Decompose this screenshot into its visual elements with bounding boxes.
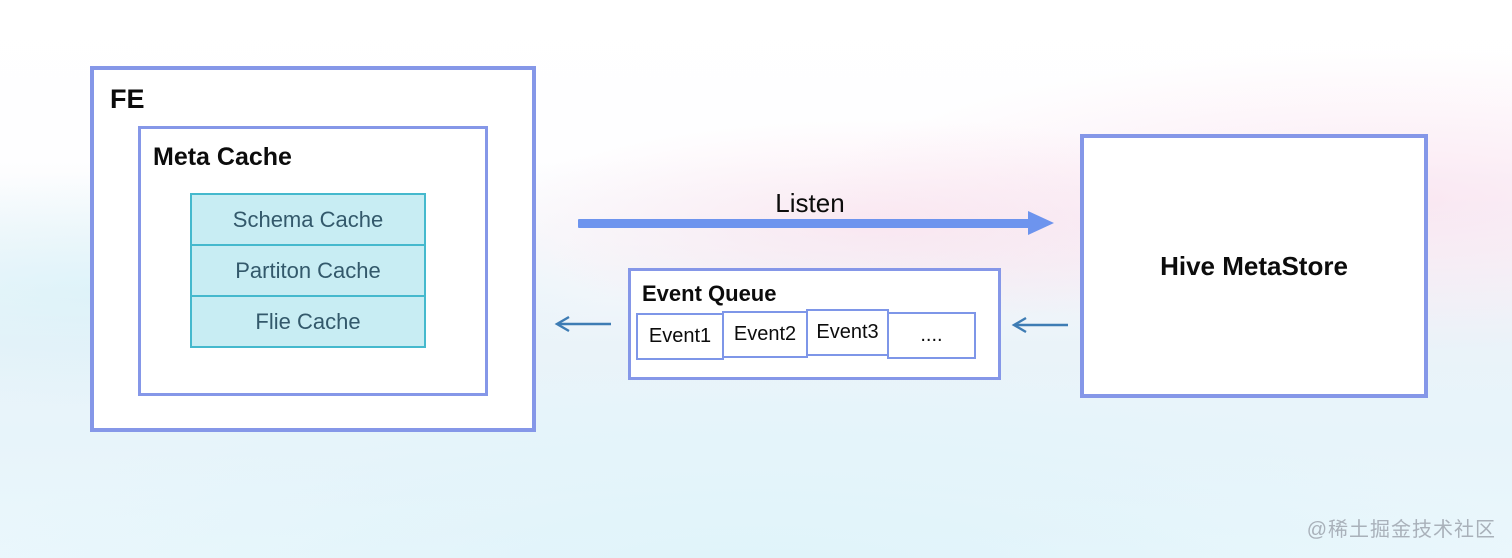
cache-stack: Schema Cache Partiton Cache Flie Cache (190, 193, 426, 348)
watermark: @稀土掘金技术社区 (1306, 519, 1496, 541)
event-cell: .... (887, 312, 976, 359)
partition-cache-row: Partiton Cache (190, 244, 426, 297)
hms-to-queue-arrow-icon (1011, 316, 1068, 334)
hive-metastore-label: Hive MetaStore (1160, 250, 1348, 281)
event-queue-label: Event Queue (642, 281, 777, 306)
listen-arrow-label: Listen (775, 188, 845, 218)
event-cell: Event2 (722, 311, 808, 358)
meta-cache-label: Meta Cache (153, 143, 292, 171)
schema-cache-row: Schema Cache (190, 193, 426, 246)
fe-label: FE (110, 84, 145, 114)
hive-metastore-box: Hive MetaStore (1080, 134, 1428, 398)
file-cache-row: Flie Cache (190, 295, 426, 348)
listen-arrow-icon (578, 219, 1030, 228)
listen-arrowhead-icon (1028, 211, 1054, 235)
event-cell: Event3 (806, 309, 889, 356)
event-queue-cells: Event1 Event2 Event3 .... (636, 309, 976, 360)
event-cell: Event1 (636, 313, 724, 360)
queue-to-fe-arrow-icon (554, 315, 611, 333)
